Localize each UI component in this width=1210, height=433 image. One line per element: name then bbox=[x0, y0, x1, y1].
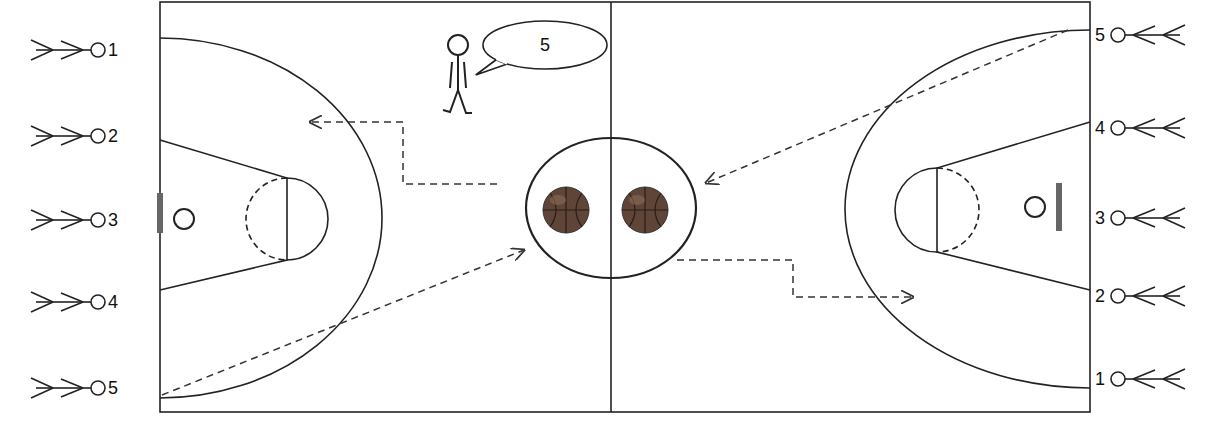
movement-arrow bbox=[706, 30, 1068, 183]
player-number: 3 bbox=[108, 210, 118, 230]
player-figure bbox=[31, 40, 105, 60]
player-figure bbox=[31, 210, 105, 230]
hoop bbox=[174, 209, 194, 229]
three-point-arc bbox=[845, 30, 1090, 388]
player-number: 4 bbox=[108, 292, 118, 312]
player-number: 5 bbox=[1095, 25, 1105, 45]
player-number: 2 bbox=[108, 126, 118, 146]
free-throw-arc bbox=[895, 168, 937, 252]
player-figure bbox=[1111, 208, 1185, 228]
free-throw-arc-dashed bbox=[246, 178, 287, 260]
basketball bbox=[622, 187, 668, 233]
movement-arrow bbox=[310, 122, 497, 184]
backboard bbox=[157, 193, 163, 233]
player-figure bbox=[1111, 369, 1185, 389]
player-figure bbox=[1111, 118, 1185, 138]
speech-bubble: 5 bbox=[482, 20, 608, 70]
player-figure bbox=[31, 292, 105, 312]
center-circle bbox=[526, 138, 696, 278]
player-figure bbox=[1111, 286, 1185, 306]
player-figure bbox=[1111, 25, 1185, 45]
key bbox=[937, 122, 1090, 290]
player-figure bbox=[31, 126, 105, 146]
player-figure bbox=[31, 378, 105, 398]
hoop bbox=[1025, 197, 1045, 217]
backboard bbox=[1056, 183, 1062, 231]
player-number: 4 bbox=[1095, 118, 1105, 138]
key bbox=[160, 140, 287, 290]
speech-text: 5 bbox=[540, 35, 550, 55]
court-outline bbox=[160, 2, 1090, 412]
player-number: 3 bbox=[1095, 208, 1105, 228]
center-line bbox=[610, 2, 612, 412]
player-number: 1 bbox=[108, 40, 118, 60]
movement-arrow bbox=[677, 260, 913, 297]
movement-arrow bbox=[162, 250, 524, 395]
coach-figure bbox=[443, 35, 472, 113]
three-point-arc bbox=[160, 38, 382, 398]
free-throw-arc bbox=[287, 178, 328, 260]
player-number: 1 bbox=[1095, 369, 1105, 389]
free-throw-arc-dashed bbox=[937, 168, 979, 252]
player-number: 2 bbox=[1095, 286, 1105, 306]
basketball bbox=[543, 187, 589, 233]
player-number: 5 bbox=[108, 378, 118, 398]
